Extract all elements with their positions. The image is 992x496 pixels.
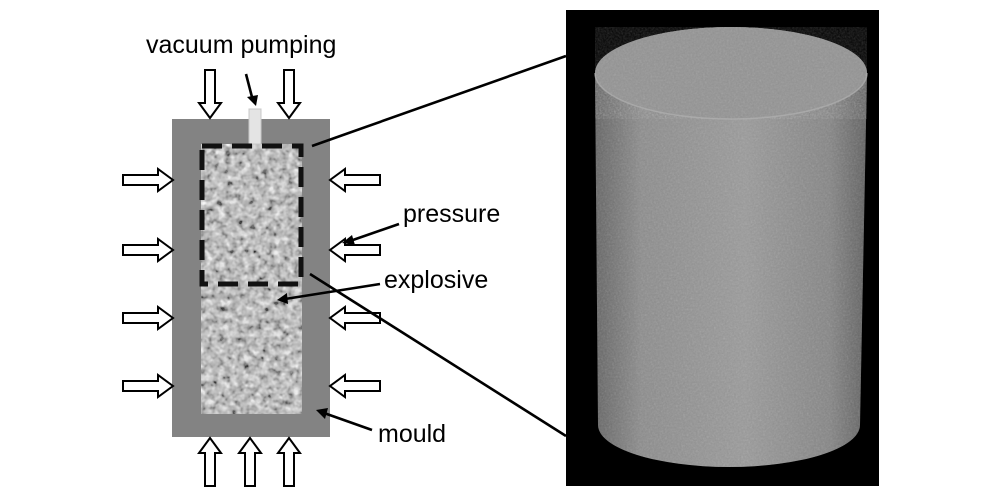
callout-arrow-icon — [247, 95, 258, 106]
vacuum-port — [248, 108, 262, 145]
callout-arrow-icon — [277, 293, 288, 304]
pressure-arrow-icon — [276, 436, 302, 487]
zoom-line-top — [311, 54, 567, 148]
pressure-arrow-icon — [237, 436, 263, 487]
label-pressure: pressure — [403, 200, 501, 228]
cylinder-top-texture — [595, 27, 867, 119]
zoom-region-box — [199, 143, 304, 287]
callout-arrow-icon — [316, 408, 328, 419]
label-mould: mould — [378, 420, 447, 448]
pressure-arrow-icon — [328, 167, 381, 193]
pressure-arrow-icon — [328, 237, 381, 263]
label-vacuum-pumping: vacuum pumping — [146, 31, 337, 59]
ct-scan-image — [566, 10, 879, 486]
callout-arrows — [244, 73, 400, 432]
callout-arrow-icon — [323, 411, 373, 432]
zoom-line-bottom — [309, 272, 567, 438]
pressure-arrow-icon — [122, 167, 175, 193]
pressure-arrow-icon — [276, 69, 302, 120]
pressure-arrow-icon — [197, 69, 223, 120]
mould-schematic — [172, 108, 330, 437]
label-explosive: explosive — [384, 266, 489, 294]
callout-arrow-icon — [284, 282, 381, 301]
zoom-connectors — [309, 54, 567, 438]
pressure-arrow-icon — [122, 237, 175, 263]
pressure-arrow-icon — [197, 436, 223, 487]
pressure-arrows — [122, 69, 381, 487]
callout-arrow-icon — [349, 222, 400, 243]
callout-arrow-icon — [342, 235, 355, 245]
explosive-texture — [201, 144, 302, 414]
pressure-arrow-icon — [122, 373, 175, 399]
cylinder-edge — [594, 72, 868, 120]
pressure-arrow-icon — [328, 305, 381, 331]
pressure-arrow-icon — [328, 373, 381, 399]
pressure-arrow-icon — [122, 305, 175, 331]
